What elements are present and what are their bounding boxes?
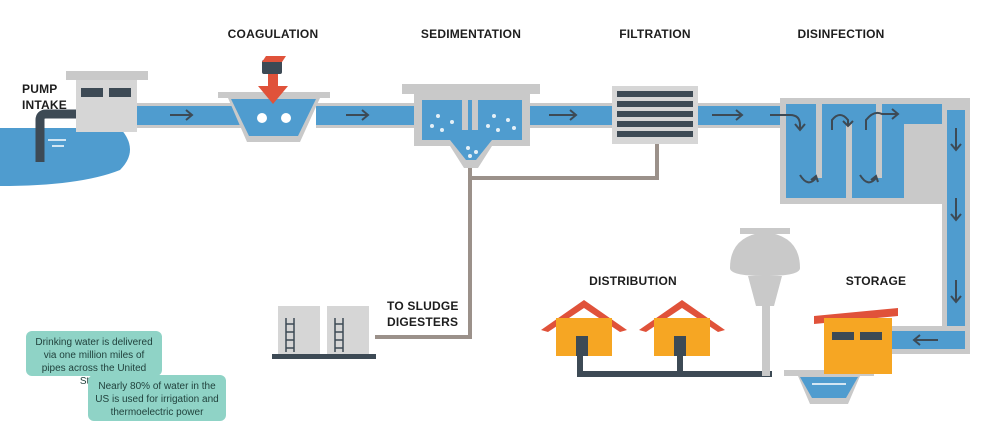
disinfection-basin — [780, 98, 970, 204]
label-disinfection: DISINFECTION — [797, 27, 885, 41]
storage-building — [814, 308, 898, 374]
sedimentation-tank — [402, 84, 540, 168]
label-distribution: DISTRIBUTION — [589, 274, 677, 288]
note-usage-fact: Nearly 80% of water in the US is used fo… — [88, 375, 226, 421]
note-pipes-fact: Drinking water is delivered via one mill… — [26, 331, 162, 387]
house-2 — [639, 300, 725, 356]
sludge-pipe — [375, 144, 659, 339]
coagulation-tank — [218, 56, 330, 142]
intake-pipe — [35, 109, 78, 162]
label-sludge-digesters: TO SLUDGE DIGESTERS — [387, 299, 459, 329]
house-1 — [541, 300, 627, 356]
label-sedimentation: SEDIMENTATION — [420, 27, 522, 41]
distribution-pipe — [577, 356, 772, 377]
filtration-unit — [612, 86, 698, 144]
label-filtration: FILTRATION — [619, 27, 691, 41]
lake-water-source — [0, 128, 130, 186]
label-storage: STORAGE — [845, 274, 907, 288]
label-coagulation: COAGULATION — [227, 27, 319, 41]
flow-arrows — [170, 108, 962, 346]
pump-house — [66, 71, 148, 132]
chemical-dispenser-icon — [258, 56, 288, 104]
reservoir-basin — [784, 370, 874, 404]
particle-icon — [257, 113, 291, 123]
sludge-digesters — [272, 306, 376, 359]
water-tower — [730, 228, 800, 376]
label-pump-intake: PUMP INTAKE — [22, 82, 67, 112]
